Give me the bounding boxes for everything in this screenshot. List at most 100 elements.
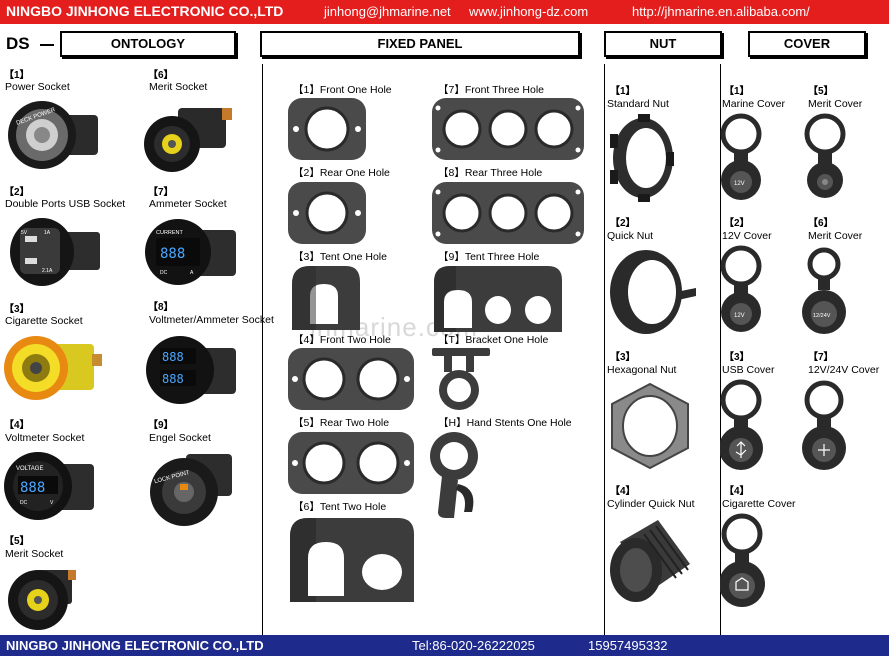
item-index: 【2】: [724, 218, 750, 229]
meter-display: 888: [20, 480, 45, 496]
cigarette-cover-image: [720, 513, 765, 607]
cover-label: USB Cover: [722, 364, 775, 376]
bracket-one-hole-image: [432, 348, 490, 410]
rear-three-hole-panel-image: [432, 182, 584, 244]
item-index: 【6】: [148, 70, 174, 81]
section-header-nut: NUT: [604, 31, 722, 57]
quick-nut-image: [610, 250, 696, 334]
socket-text: 1A: [44, 230, 51, 236]
product-label: Cigarette Socket: [5, 315, 83, 327]
front-one-hole-panel-image: [288, 98, 366, 160]
socket-text: DC: [20, 500, 28, 506]
power-socket-image: DECK POWER: [8, 101, 98, 169]
socket-text: 5V: [21, 230, 28, 236]
front-three-hole-panel-image: [432, 98, 584, 160]
12v-24v-cover-image: [802, 380, 846, 470]
nut-label: Quick Nut: [607, 230, 654, 242]
item-index: 【4】: [724, 486, 750, 497]
voltmeter-ammeter-socket-image: 888 888: [146, 336, 236, 404]
item-index: 【9】: [148, 420, 174, 431]
panel-label: 【H】Hand Stents One Hole: [438, 417, 572, 429]
panel-label: 【4】Front Two Hole: [293, 334, 391, 346]
merit-cover-image: [804, 113, 846, 198]
email-link[interactable]: jinhong@jhmarine.net: [324, 4, 451, 19]
meter-display: 888: [162, 372, 184, 386]
footer-mobile: 15957495332: [588, 638, 668, 653]
product-label: Double Ports USB Socket: [5, 198, 126, 210]
item-index: 【7】: [808, 352, 834, 363]
engel-socket-image: LOCK POINT: [150, 454, 232, 526]
section-header-fixed-panel: FIXED PANEL: [260, 31, 580, 57]
panel-label: 【8】Rear Three Hole: [438, 167, 543, 179]
item-index: 【5】: [808, 86, 834, 97]
website-link[interactable]: www.jinhong-dz.com: [469, 4, 589, 19]
product-label: Ammeter Socket: [149, 198, 227, 210]
top-banner: NINGBO JINHONG ELECTRONIC CO.,LTD jinhon…: [0, 0, 889, 24]
product-label: Voltmeter/Ammeter Socket: [149, 314, 274, 326]
usb-socket-image: 5V 1A 2.1A: [10, 218, 100, 286]
socket-text: 2.1A: [42, 268, 53, 274]
rear-two-hole-panel-image: [288, 432, 414, 494]
nut-label: Standard Nut: [607, 98, 669, 110]
item-index: 【2】: [610, 218, 636, 229]
item-index: 【8】: [148, 302, 174, 313]
marine-cover-image: 12V: [720, 113, 762, 200]
tent-one-hole-panel-image: [292, 266, 360, 330]
item-index: 【1】: [724, 86, 750, 97]
cover-text: 12/24V: [813, 313, 831, 319]
cover-label: Merit Cover: [808, 230, 863, 242]
item-index: 【3】: [4, 304, 30, 315]
product-label: Voltmeter Socket: [5, 432, 85, 444]
cigarette-socket-image: [4, 336, 102, 400]
item-index: 【3】: [610, 352, 636, 363]
column-divider: [720, 64, 721, 635]
item-index: 【4】: [610, 486, 636, 497]
column-divider: [262, 64, 263, 635]
panel-label: 【7】Front Three Hole: [438, 84, 545, 96]
panel-label: 【2】Rear One Hole: [293, 167, 390, 179]
panel-label: 【6】Tent Two Hole: [293, 501, 387, 513]
alibaba-link[interactable]: http://jhmarine.en.alibaba.com/: [632, 4, 810, 19]
cover-text: 12V: [734, 313, 745, 319]
item-index: 【1】: [4, 70, 30, 81]
tent-three-hole-panel-image: [434, 266, 562, 332]
product-label: Power Socket: [5, 81, 70, 93]
item-index: 【7】: [148, 187, 174, 198]
cover-label: Merit Cover: [808, 98, 863, 110]
product-label: Merit Socket: [5, 548, 64, 560]
front-two-hole-panel-image: [288, 348, 414, 410]
12v-cover-image: 12V: [720, 245, 762, 332]
standard-nut-image: [610, 114, 674, 202]
hexagonal-nut-image: [611, 382, 689, 470]
merit-socket-image: [8, 570, 76, 630]
bottom-banner: NINGBO JINHONG ELECTRONIC CO.,LTD Tel:86…: [0, 635, 889, 656]
company-name: NINGBO JINHONG ELECTRONIC CO.,LTD: [6, 3, 284, 19]
socket-text: A: [190, 270, 194, 276]
nut-label: Cylinder Quick Nut: [607, 498, 695, 510]
series-code: DS: [6, 34, 30, 53]
series-dash: [40, 44, 54, 46]
rear-one-hole-panel-image: [288, 182, 366, 244]
item-index: 【1】: [610, 86, 636, 97]
merit-socket-image: [144, 108, 232, 172]
item-index: 【2】: [4, 187, 30, 198]
item-index: 【5】: [4, 536, 30, 547]
meter-display: 888: [160, 246, 185, 262]
meter-display: 888: [162, 350, 184, 364]
panel-label: 【3】Tent One Hole: [293, 251, 387, 263]
panel-label: 【5】Rear Two Hole: [293, 417, 390, 429]
tent-two-hole-panel-image: [290, 518, 414, 602]
merit-cover-image: 12/24V: [802, 247, 846, 334]
panel-label: 【T】Bracket One Hole: [438, 334, 549, 346]
socket-text: DC: [160, 270, 168, 276]
section-header-cover: COVER: [748, 31, 866, 57]
panel-label: 【1】Front One Hole: [293, 84, 392, 96]
footer-company-name: NINGBO JINHONG ELECTRONIC CO.,LTD: [6, 638, 264, 653]
cover-label: 12V/24V Cover: [808, 364, 880, 376]
product-label: Engel Socket: [149, 432, 211, 444]
cover-label: Marine Cover: [722, 98, 786, 110]
cover-text: 12V: [734, 181, 745, 187]
panel-label: 【9】Tent Three Hole: [438, 251, 540, 263]
item-index: 【4】: [4, 420, 30, 431]
product-label: Merit Socket: [149, 81, 208, 93]
